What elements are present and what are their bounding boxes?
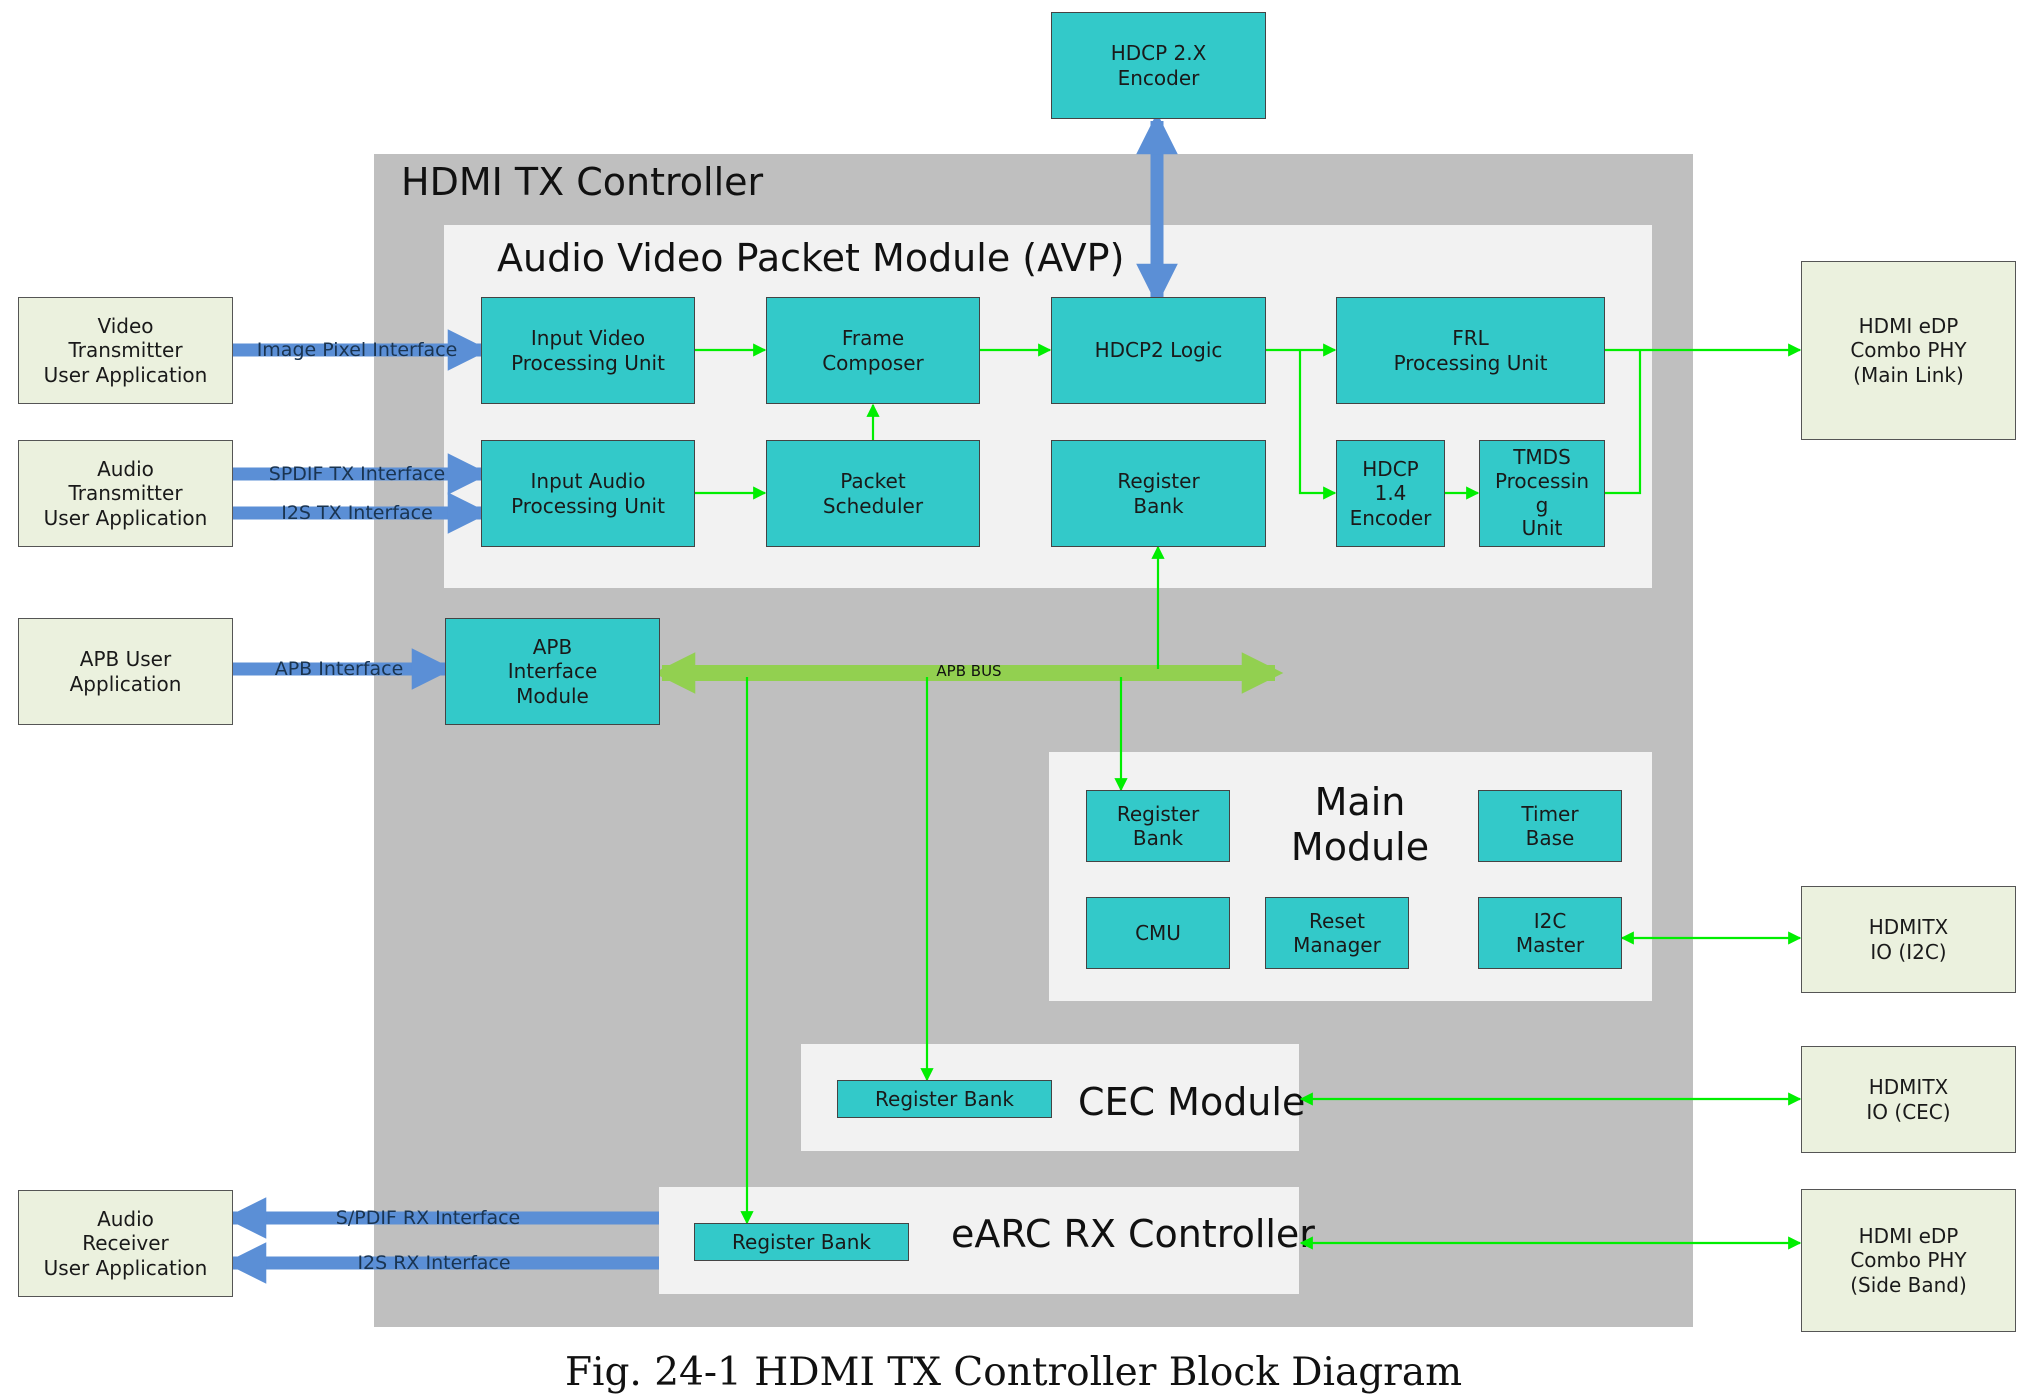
earc-register-bank: Register Bank bbox=[694, 1223, 909, 1261]
input-audio-processing-unit: Input Audio Processing Unit bbox=[481, 440, 695, 547]
apb-interface-label: APB Interface bbox=[274, 658, 404, 680]
i2c-master: I2C Master bbox=[1478, 897, 1622, 969]
hdcp14-encoder: HDCP 1.4 Encoder bbox=[1336, 440, 1445, 547]
avp-register-bank: Register Bank bbox=[1051, 440, 1266, 547]
phy-main-link-box: HDMI eDP Combo PHY (Main Link) bbox=[1801, 261, 2016, 440]
timer-base: Timer Base bbox=[1478, 790, 1622, 862]
spdif-rx-interface-label: S/PDIF RX Interface bbox=[335, 1207, 521, 1229]
cec-register-bank: Register Bank bbox=[837, 1080, 1052, 1118]
phy-side-band-box: HDMI eDP Combo PHY (Side Band) bbox=[1801, 1189, 2016, 1332]
frame-composer: Frame Composer bbox=[766, 297, 980, 404]
earc-rx-title: eARC RX Controller bbox=[951, 1212, 1315, 1256]
video-transmitter-app-box: Video Transmitter User Application bbox=[18, 297, 233, 404]
hdmitx-io-cec-box: HDMITX IO (CEC) bbox=[1801, 1046, 2016, 1153]
apb-bus-label: APB BUS bbox=[936, 662, 1002, 680]
controller-title: HDMI TX Controller bbox=[401, 160, 764, 204]
main-register-bank: Register Bank bbox=[1086, 790, 1230, 862]
i2s-rx-interface-label: I2S RX Interface bbox=[357, 1252, 511, 1274]
packet-scheduler: Packet Scheduler bbox=[766, 440, 980, 547]
spdif-tx-interface-label: SPDIF TX Interface bbox=[268, 463, 446, 485]
reset-manager: Reset Manager bbox=[1265, 897, 1409, 969]
tmds-processing-unit: TMDS Processin g Unit bbox=[1479, 440, 1605, 547]
hdcp2x-encoder-box: HDCP 2.X Encoder bbox=[1051, 12, 1266, 119]
image-pixel-interface-label: Image Pixel Interface bbox=[256, 339, 458, 361]
audio-receiver-app-box: Audio Receiver User Application bbox=[18, 1190, 233, 1297]
frl-processing-unit: FRL Processing Unit bbox=[1336, 297, 1605, 404]
hdcp2-logic: HDCP2 Logic bbox=[1051, 297, 1266, 404]
audio-transmitter-app-box: Audio Transmitter User Application bbox=[18, 440, 233, 547]
hdmitx-io-i2c-box: HDMITX IO (I2C) bbox=[1801, 886, 2016, 993]
main-module-title: Main Module bbox=[1290, 780, 1430, 869]
input-video-processing-unit: Input Video Processing Unit bbox=[481, 297, 695, 404]
i2s-tx-interface-label: I2S TX Interface bbox=[281, 502, 433, 524]
apb-interface-module: APB Interface Module bbox=[445, 618, 660, 725]
cec-module-title: CEC Module bbox=[1078, 1080, 1306, 1124]
apb-user-app-box: APB User Application bbox=[18, 618, 233, 725]
figure-caption: Fig. 24-1 HDMI TX Controller Block Diagr… bbox=[564, 1350, 1463, 1395]
cmu: CMU bbox=[1086, 897, 1230, 969]
avp-title: Audio Video Packet Module (AVP) bbox=[497, 236, 1125, 280]
